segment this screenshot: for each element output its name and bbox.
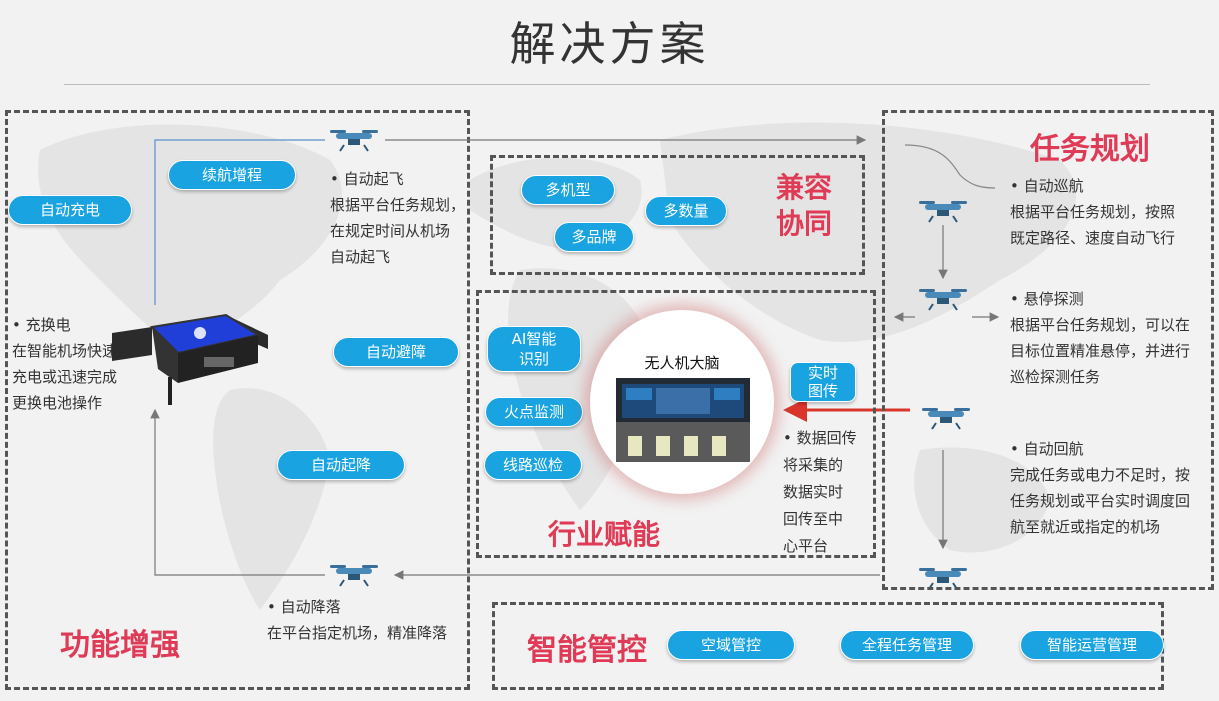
compat-heading: 兼容 协同 bbox=[776, 171, 833, 240]
multi-quantity-pill: 多数量 bbox=[645, 196, 727, 226]
endurance-extend-pill: 续航增程 bbox=[168, 160, 296, 190]
multi-model-pill: 多机型 bbox=[521, 175, 615, 205]
return-description: • 自动回航 完成任务或电力不足时，按 任务规划或平台实时调度回 航至就近或指定… bbox=[1010, 440, 1191, 536]
drone-hangar-image bbox=[108, 305, 273, 405]
auto-charge-pill: 自动充电 bbox=[8, 195, 132, 225]
hover-description: • 悬停探测 根据平台任务规划，可以在 目标位置精准悬停，并进行 巡检探测任务 bbox=[1010, 290, 1191, 386]
function-enhance-box bbox=[5, 110, 470, 690]
drone-landing-icon bbox=[326, 561, 382, 591]
cruise-description: • 自动巡航 根据平台任务规划，按照 既定路径、速度自动飞行 bbox=[1010, 177, 1176, 247]
landing-description: • 自动降落 在平台指定机场，精准降落 bbox=[267, 598, 448, 642]
function-enhance-heading: 功能增强 bbox=[60, 628, 180, 663]
drone-takeoff-icon bbox=[326, 126, 382, 156]
drone-cruise-icon bbox=[915, 197, 971, 227]
drone-transmit-icon bbox=[918, 404, 974, 434]
realtime-transmit-pill: 实时 图传 bbox=[790, 362, 856, 402]
auto-liftland-pill: 自动起降 bbox=[277, 450, 405, 480]
control-center-image bbox=[616, 378, 750, 462]
ai-recognition-line2: 识别 bbox=[518, 350, 549, 368]
compat-box bbox=[490, 155, 865, 275]
takeoff-description: • 自动起飞 根据平台任务规划， 在规定时间从机场 自动起飞 bbox=[330, 170, 466, 266]
charge-description: • 充换电 在智能机场快速 充电或迅速完成 更换电池操作 bbox=[12, 316, 118, 412]
smart-operation-mgmt-pill: 智能运营管理 bbox=[1020, 630, 1164, 660]
fire-monitor-pill: 火点监测 bbox=[485, 397, 583, 427]
ai-recognition-pill: AI智能 识别 bbox=[487, 326, 581, 372]
line-patrol-pill: 线路巡检 bbox=[484, 450, 582, 480]
smart-control-heading: 智能管控 bbox=[527, 633, 647, 668]
industry-box bbox=[476, 290, 876, 558]
auto-avoid-pill: 自动避障 bbox=[333, 337, 459, 367]
page-title: 解决方案 bbox=[509, 17, 710, 71]
title-divider bbox=[64, 84, 1150, 85]
realtime-transmit-line1: 实时 bbox=[807, 364, 838, 382]
realtime-description: • 数据回传 将采集的 数据实时 回传至中 心平台 bbox=[783, 429, 857, 555]
realtime-transmit-line2: 图传 bbox=[807, 382, 838, 400]
multi-brand-pill: 多品牌 bbox=[554, 222, 634, 252]
industry-heading: 行业赋能 bbox=[548, 518, 661, 551]
full-task-mgmt-pill: 全程任务管理 bbox=[840, 630, 974, 660]
ai-recognition-line1: AI智能 bbox=[511, 330, 557, 348]
mission-planning-heading: 任务规划 bbox=[1030, 132, 1150, 167]
mission-planning-box bbox=[882, 110, 1214, 590]
drone-brain-title: 无人机大脑 bbox=[644, 354, 720, 372]
airspace-control-pill: 空域管控 bbox=[667, 630, 795, 660]
drone-hover-icon bbox=[915, 285, 971, 315]
